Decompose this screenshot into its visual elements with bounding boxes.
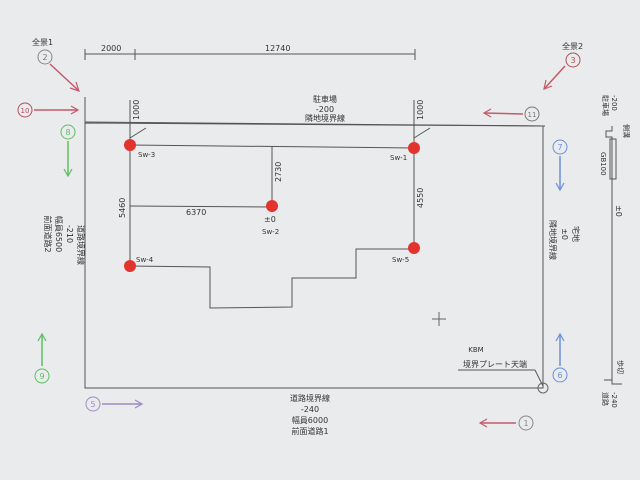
- sw2-level: ±0: [264, 215, 276, 224]
- sw4-label: Sw-4: [136, 256, 154, 264]
- dim-2000: 2000: [101, 44, 121, 53]
- view-5-circle: [85, 396, 101, 412]
- bottom-road-label: 前面道路1: [291, 426, 328, 436]
- view-marker-1[interactable]: 1: [478, 415, 534, 431]
- view-5-number: 5: [90, 400, 95, 409]
- right-boundary-labels: 隣地境界線 ±0 宅地: [548, 220, 581, 260]
- dim-1000-left-text: 1000: [132, 100, 141, 120]
- top-boundary-extension: [84, 121, 546, 127]
- kbm-marker: [537, 382, 549, 394]
- dim-6370-text: 6370: [186, 208, 206, 217]
- dim-2730-text: 2730: [274, 162, 283, 182]
- bottom-width-label: 幅員6000: [292, 415, 328, 425]
- dim-12740: 12740: [265, 44, 290, 53]
- stepped-outline: [129, 248, 414, 309]
- section-curb: 歩切: [616, 360, 625, 374]
- building-outline: [129, 100, 431, 309]
- view-1-circle: [518, 415, 534, 431]
- view-8-number: 8: [65, 128, 70, 137]
- right-boundary-text: 隣地境界線: [548, 220, 558, 260]
- view-10-circle: [17, 102, 33, 118]
- view-marker-8[interactable]: 8: [60, 124, 76, 178]
- sw5-label: Sw-5: [392, 256, 409, 264]
- section-bottom-profile: [604, 379, 622, 385]
- view-2-number: 2: [42, 53, 47, 62]
- bottom-level-label: -240: [301, 405, 319, 414]
- left-road-4: 道路境界線: [76, 225, 86, 265]
- section-road-level: -240: [610, 392, 618, 408]
- view-9-circle: [34, 368, 50, 384]
- view-11-number: 11: [528, 111, 537, 119]
- top-level-label: -200: [316, 105, 334, 114]
- sample-point-sw1[interactable]: [408, 142, 420, 154]
- section-road: 道路: [601, 392, 610, 406]
- right-level-text: ±0: [560, 228, 569, 240]
- cursor-crosshair-icon: [432, 312, 446, 326]
- kbm-label: KBM: [468, 346, 483, 354]
- view-marker-6[interactable]: 6: [552, 332, 568, 383]
- view-marker-11[interactable]: 11: [482, 106, 540, 122]
- sample-point-sw4[interactable]: [124, 260, 136, 272]
- view-8-circle: [60, 124, 76, 140]
- view-3-label: 全景2: [562, 41, 583, 51]
- sample-points: [124, 139, 420, 272]
- left-road-2: 幅員6500: [54, 216, 64, 252]
- view-11-circle: [524, 106, 540, 122]
- sample-point-sw5[interactable]: [408, 242, 420, 254]
- dim-5460-text: 5460: [118, 198, 127, 218]
- view-marker-2[interactable]: 全景1 2: [32, 37, 80, 92]
- leader-left: [129, 127, 147, 139]
- view-1-number: 1: [523, 419, 528, 428]
- view-marker-3[interactable]: 全景2 3: [543, 41, 583, 90]
- view-3-arrow-icon: [544, 65, 566, 89]
- view-2-label: 全景1: [32, 37, 53, 47]
- view-3-circle: [565, 52, 581, 68]
- dim-4550-text: 4550: [416, 188, 425, 208]
- section-gb-block: [609, 138, 617, 180]
- section-zero: ±0: [614, 205, 623, 217]
- right-res-text: 宅地: [571, 226, 581, 242]
- left-road-3: -210: [65, 225, 74, 243]
- view-7-number: 7: [557, 143, 562, 152]
- section-diagram: [604, 126, 622, 385]
- view-marker-7[interactable]: 7: [552, 139, 568, 192]
- left-road-1: 前面道路2: [43, 215, 53, 252]
- section-parking-level: -200: [610, 95, 618, 111]
- view-6-circle: [552, 367, 568, 383]
- view-6-number: 6: [557, 371, 562, 380]
- sample-point-sw3[interactable]: [124, 139, 136, 151]
- sw3-label: Sw-3: [138, 151, 155, 159]
- section-ditch: 側溝: [622, 124, 631, 138]
- top-parking-label: 駐車場: [313, 94, 337, 104]
- dim-1000-right-text: 1000: [416, 100, 425, 120]
- view-2-circle: [37, 49, 53, 65]
- sample-point-sw2[interactable]: [266, 200, 278, 212]
- sw1-label: Sw-1: [390, 154, 407, 162]
- view-2-arrow-icon: [49, 63, 79, 91]
- view-10-number: 10: [21, 107, 30, 115]
- view-11-arrow-icon: [483, 112, 524, 115]
- grid-line-mid: [129, 205, 273, 208]
- kbm-desc: 境界プレート天端: [463, 359, 527, 369]
- top-boundary-label: 隣地境界線: [305, 113, 345, 123]
- view-7-circle: [552, 139, 568, 155]
- view-marker-5[interactable]: 5: [85, 396, 144, 412]
- view-3-number: 3: [570, 56, 575, 65]
- sw2-label: Sw-2: [262, 228, 279, 236]
- section-parking: 駐車場: [601, 95, 610, 116]
- section-gb: GB100: [599, 152, 607, 176]
- site-boundary: [84, 49, 546, 389]
- left-road-labels: 前面道路2 幅員6500 -210 道路境界線: [43, 215, 86, 265]
- leader-right: [413, 127, 431, 139]
- view-9-number: 9: [39, 372, 44, 381]
- bottom-boundary-label: 道路境界線: [290, 393, 330, 403]
- section-top-profile: [605, 126, 613, 380]
- site-boundary-line: [84, 97, 544, 389]
- view-marker-10[interactable]: 10: [17, 102, 80, 118]
- view-marker-9[interactable]: 9: [34, 332, 50, 384]
